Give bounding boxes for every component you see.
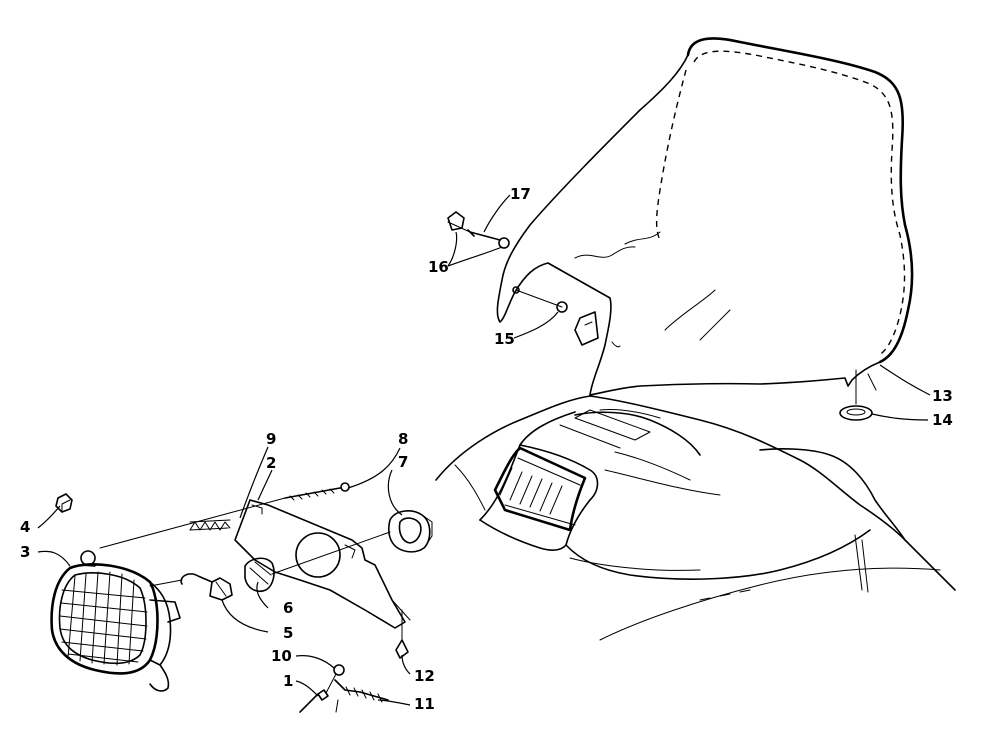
headlight-bracket	[234, 499, 411, 629]
callout-labels: 1 2 3 4 5 6 7 8 9 10 11 12 13 14 15 16 1…	[20, 185, 953, 713]
callout-8: 8	[398, 430, 408, 448]
callout-12: 12	[414, 667, 435, 685]
callout-17: 17	[510, 185, 531, 203]
lower-hardware	[299, 609, 409, 713]
adjust-knob	[387, 510, 433, 553]
hood	[435, 395, 956, 641]
adjusting-screw	[284, 482, 350, 501]
windshield	[496, 37, 914, 396]
callout-1: 1	[283, 672, 293, 690]
headlight	[50, 550, 181, 692]
alignment-lines	[99, 221, 857, 694]
callout-4: 4	[20, 518, 30, 536]
callout-3: 3	[20, 543, 30, 561]
callout-15: 15	[494, 330, 515, 348]
callout-leaders	[37, 194, 931, 706]
callout-11: 11	[414, 695, 435, 713]
callout-16: 16	[428, 258, 449, 276]
callout-5: 5	[283, 624, 293, 642]
callout-6: 6	[283, 599, 293, 617]
callout-2: 2	[266, 454, 276, 472]
mount-bracket	[574, 311, 599, 346]
callout-10: 10	[271, 647, 292, 665]
callout-14: 14	[932, 411, 953, 429]
callout-13: 13	[932, 387, 953, 405]
callout-7: 7	[398, 453, 408, 471]
bulb-and-socket	[180, 557, 275, 601]
grommet	[839, 405, 873, 421]
callout-9: 9	[266, 430, 276, 448]
nut	[55, 493, 73, 513]
spring	[189, 519, 231, 531]
